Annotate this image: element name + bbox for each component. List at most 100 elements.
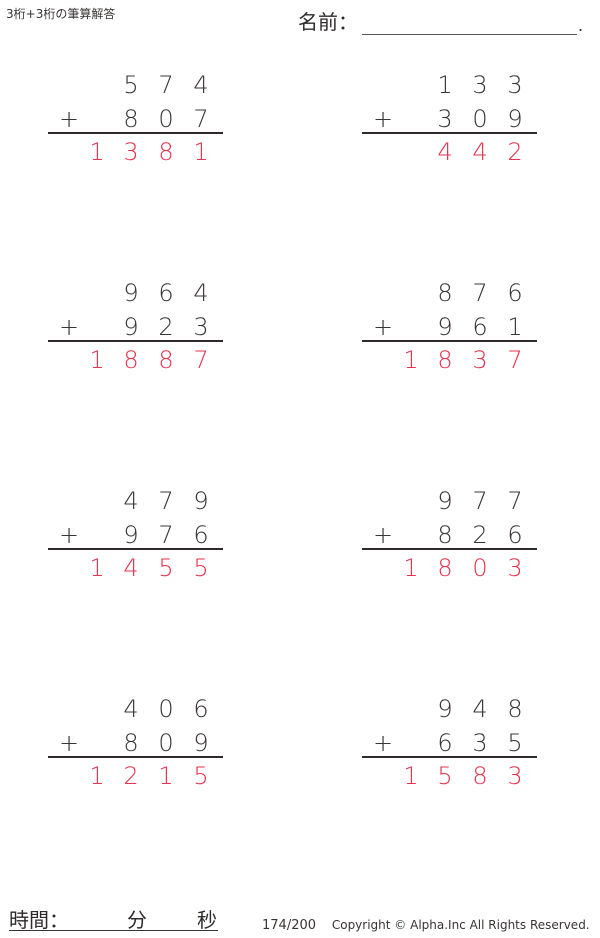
digit: 0 [158, 729, 174, 757]
digit: 7 [507, 487, 523, 515]
plus-sign: + [372, 313, 394, 341]
digit: 6 [158, 279, 174, 307]
plus-sign: + [58, 313, 80, 341]
answer-digit: 3 [472, 346, 488, 374]
digit: 3 [437, 105, 453, 133]
digit: 9 [123, 521, 139, 549]
answer-digit: 3 [507, 554, 523, 582]
answer-digit: 7 [193, 346, 209, 374]
digit: 1 [507, 313, 523, 341]
answer-digit: 2 [123, 762, 139, 790]
digit: 7 [158, 71, 174, 99]
answer-digit: 0 [472, 554, 488, 582]
time-record: 時間： 分 秒 [9, 904, 218, 932]
digit: 3 [472, 71, 488, 99]
answer-digit: 7 [507, 346, 523, 374]
digit: 6 [437, 729, 453, 757]
answer-digit: 1 [89, 346, 105, 374]
footer: 174/200 Copyright © Alpha.Inc All Rights… [262, 918, 590, 933]
digit: 1 [437, 71, 453, 99]
sum-line [48, 548, 223, 550]
digit: 8 [437, 279, 453, 307]
answer-digit: 5 [158, 554, 174, 582]
digit: 8 [123, 105, 139, 133]
digit: 3 [193, 313, 209, 341]
digit: 6 [193, 521, 209, 549]
answer-digit: 2 [507, 138, 523, 166]
answer-digit: 1 [158, 762, 174, 790]
digit: 3 [472, 729, 488, 757]
answer-digit: 8 [437, 554, 453, 582]
digit: 0 [158, 695, 174, 723]
sum-line [362, 340, 537, 342]
answer-digit: 8 [123, 346, 139, 374]
digit: 9 [193, 487, 209, 515]
sum-line [48, 756, 223, 758]
digit: 2 [158, 313, 174, 341]
answer-digit: 4 [123, 554, 139, 582]
digit: 9 [123, 313, 139, 341]
digit: 9 [437, 487, 453, 515]
digit: 6 [193, 695, 209, 723]
answer-digit: 8 [472, 762, 488, 790]
digit: 7 [158, 487, 174, 515]
name-input-line[interactable] [362, 14, 577, 35]
digit: 9 [507, 105, 523, 133]
digit: 5 [123, 71, 139, 99]
answer-digit: 8 [158, 138, 174, 166]
answer-digit: 3 [507, 762, 523, 790]
digit: 9 [123, 279, 139, 307]
name-field: 名前： . [298, 6, 583, 35]
answer-digit: 1 [193, 138, 209, 166]
plus-sign: + [58, 729, 80, 757]
answer-digit: 4 [437, 138, 453, 166]
sum-line [48, 132, 223, 134]
plus-sign: + [372, 729, 394, 757]
digit: 7 [193, 105, 209, 133]
digit: 4 [193, 71, 209, 99]
digit: 8 [507, 695, 523, 723]
worksheet-title: 3桁+3桁の筆算解答 [6, 7, 116, 21]
plus-sign: + [372, 105, 394, 133]
digit: 4 [472, 695, 488, 723]
digit: 0 [472, 105, 488, 133]
seconds-label: 秒 [197, 908, 217, 932]
digit: 5 [507, 729, 523, 757]
digit: 2 [472, 521, 488, 549]
digit: 6 [507, 279, 523, 307]
answer-digit: 8 [437, 346, 453, 374]
answer-digit: 1 [403, 762, 419, 790]
answer-digit: 1 [89, 762, 105, 790]
answer-digit: 5 [193, 762, 209, 790]
plus-sign: + [372, 521, 394, 549]
answer-digit: 3 [123, 138, 139, 166]
answer-digit: 1 [403, 554, 419, 582]
plus-sign: + [58, 521, 80, 549]
digit: 9 [437, 695, 453, 723]
digit: 6 [507, 521, 523, 549]
digit: 7 [472, 487, 488, 515]
page-number: 174/200 [262, 918, 317, 933]
sum-line [362, 756, 537, 758]
digit: 3 [507, 71, 523, 99]
digit: 7 [472, 279, 488, 307]
digit: 4 [123, 487, 139, 515]
answer-digit: 1 [403, 346, 419, 374]
answer-digit: 5 [437, 762, 453, 790]
digit: 7 [158, 521, 174, 549]
minutes-label: 分 [127, 908, 147, 932]
sum-line [362, 132, 537, 134]
digit: 4 [123, 695, 139, 723]
copyright: Copyright © Alpha.Inc All Rights Reserve… [331, 918, 590, 932]
digit: 0 [158, 105, 174, 133]
digit: 4 [193, 279, 209, 307]
time-label: 時間： [9, 908, 69, 932]
